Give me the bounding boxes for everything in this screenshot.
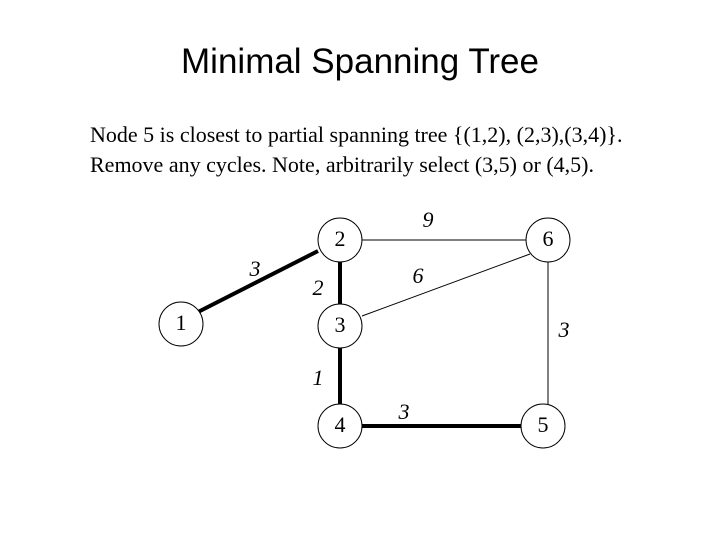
node-4 [317, 403, 363, 449]
node-1 [158, 301, 204, 347]
description-line-2: Remove any cycles. Note, arbitrarily sel… [90, 152, 594, 177]
node-label-6: 6 [543, 226, 554, 251]
edge-weight-label-3-4: 1 [313, 365, 324, 390]
edge-weight-label-1-2: 3 [249, 256, 261, 281]
edge-weight-label-4-5: 3 [398, 399, 410, 424]
node-label-1: 1 [176, 310, 187, 335]
node-6 [525, 217, 571, 263]
edge-weight-label-2-6: 9 [423, 207, 434, 232]
node-3 [317, 303, 363, 349]
edge-weight-label-6-5: 3 [558, 317, 570, 342]
node-5 [520, 403, 566, 449]
node-label-2: 2 [335, 226, 346, 251]
node-2 [317, 217, 363, 263]
page-title: Minimal Spanning Tree [181, 42, 539, 81]
node-label-3: 3 [335, 312, 346, 337]
edge-3-6 [361, 253, 531, 317]
description-line-1: Node 5 is closest to partial spanning tr… [90, 122, 623, 147]
edge-weight-label-2-3: 2 [313, 275, 324, 300]
edge-1-2 [197, 249, 319, 314]
node-label-5: 5 [538, 412, 549, 437]
edge-weight-label-3-6: 6 [413, 263, 424, 288]
description: Node 5 is closest to partial spanning tr… [90, 120, 710, 180]
node-label-4: 4 [335, 412, 346, 437]
